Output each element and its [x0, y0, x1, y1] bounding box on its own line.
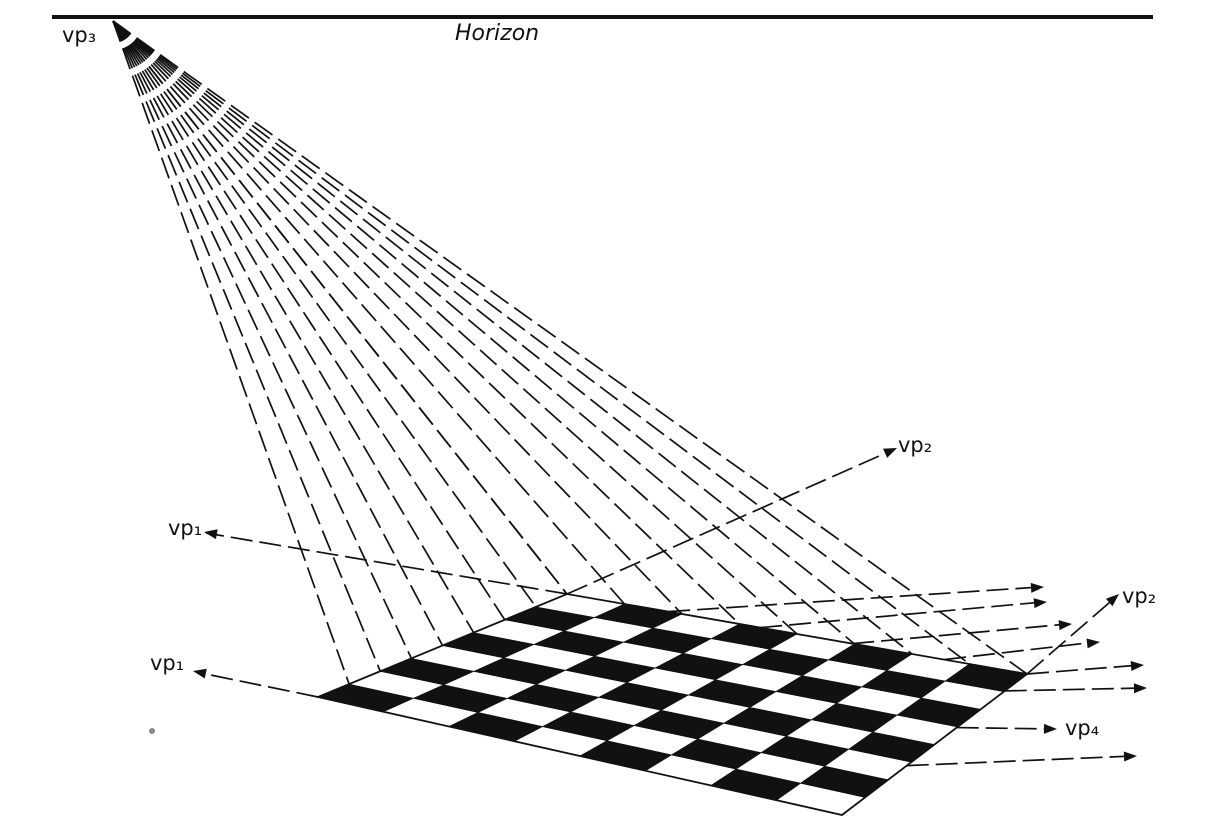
- vp3-ray: [112, 20, 798, 635]
- vp4-guide-line: [1026, 664, 1141, 675]
- vp3-ray: [112, 20, 475, 634]
- vp3-ray: [112, 20, 382, 672]
- vp1-arrow-head: [204, 529, 218, 540]
- vp2-right-label: vp₂: [1122, 584, 1156, 608]
- vp2-arrow-head: [1105, 594, 1119, 607]
- horizon-label: Horizon: [455, 21, 539, 46]
- vp4-arrow-head: [1058, 620, 1072, 631]
- vp4-arrow-head: [1030, 582, 1044, 593]
- vp2-guide-line: [1026, 595, 1118, 675]
- vp3-ray: [112, 20, 626, 605]
- vp3-ray: [112, 20, 568, 595]
- vp4-arrow-head: [1130, 661, 1144, 671]
- vp3-ray: [112, 20, 350, 685]
- vp1-arrow-head: [193, 668, 207, 679]
- vp4-guide-line: [668, 586, 1041, 613]
- vp4-arrow-head: [1086, 638, 1100, 649]
- vp2-upper-label: vp₂: [898, 433, 932, 457]
- vp1-guide-line: [205, 532, 568, 595]
- vp4-arrow-head: [1133, 683, 1147, 694]
- board-outline: [315, 593, 1030, 816]
- checkerboard: [315, 593, 1030, 816]
- vp3-label: vp₃: [62, 23, 96, 47]
- vp3-ray: [112, 20, 413, 659]
- vp4-guide-line: [1004, 687, 1144, 692]
- vp1-upper-label: vp₁: [168, 516, 202, 540]
- vp4-arrow-head: [1123, 751, 1137, 762]
- vp3-ray: [112, 20, 856, 645]
- vp3-ray: [112, 20, 506, 621]
- vp3-ray: [112, 20, 683, 615]
- vp4-guide-line: [760, 601, 1044, 629]
- vp4-guide-line: [944, 641, 1097, 661]
- guide-line-group: [193, 448, 1147, 767]
- vp4-label: vp₄: [1065, 716, 1099, 740]
- vp2-arrow-head: [883, 448, 897, 458]
- vp4-guide-line: [852, 623, 1069, 645]
- vp3-ray: [112, 20, 537, 608]
- vp1-guide-line: [195, 671, 319, 698]
- vp3-ray: [112, 20, 913, 655]
- vp2-guide-line: [566, 448, 896, 595]
- vp1-lower-label: vp₁: [150, 651, 184, 675]
- vp3-ray: [112, 20, 1028, 675]
- vp3-ray: [112, 20, 971, 665]
- vp3-ray: [112, 20, 444, 646]
- vp4-arrow-head: [1033, 598, 1047, 609]
- stray-mark: [149, 728, 155, 734]
- vp4-guide-line: [956, 726, 1054, 730]
- vp4-guide-line: [906, 755, 1134, 767]
- vp3-ray-group: [112, 20, 1028, 685]
- vp4-arrow-head: [1043, 723, 1057, 734]
